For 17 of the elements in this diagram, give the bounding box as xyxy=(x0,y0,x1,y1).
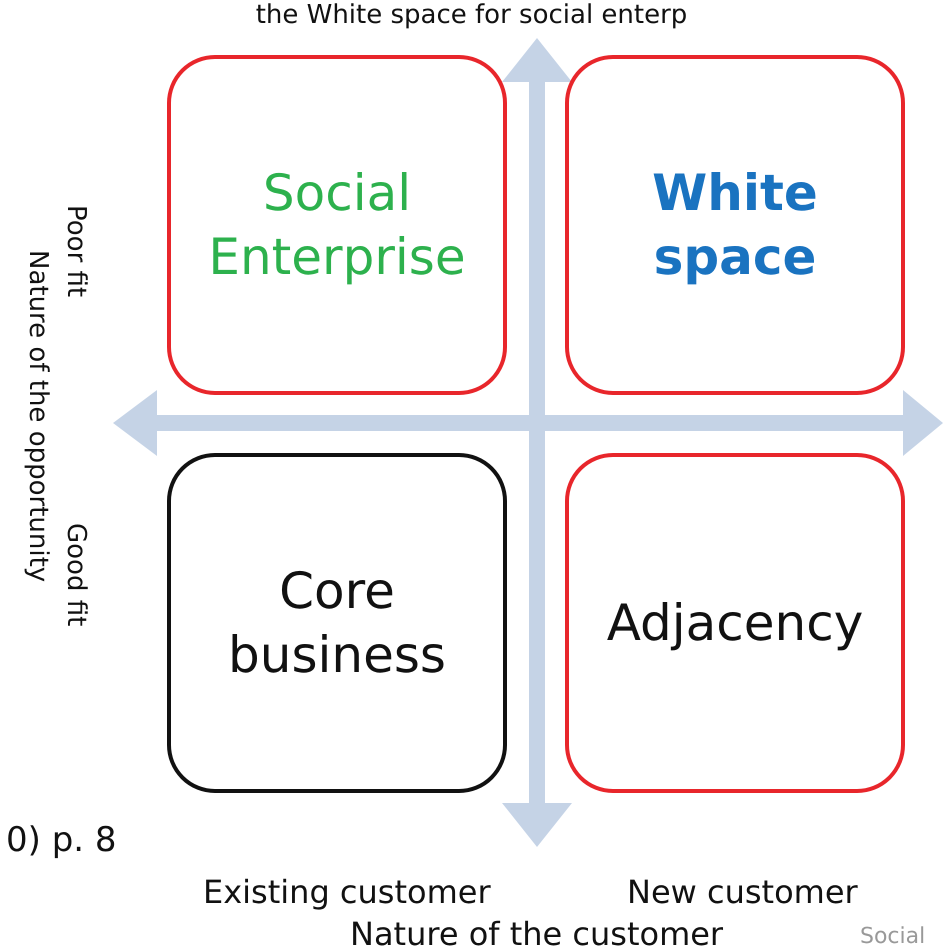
axis-label: New customer xyxy=(627,872,858,913)
quadrant-box xyxy=(167,453,507,793)
axis-label: Existing customer xyxy=(203,872,491,913)
quadrant-box xyxy=(565,55,905,395)
quadrant-label: Core business xyxy=(227,561,447,686)
quadrant-box xyxy=(565,453,905,793)
axis-label: Good fit xyxy=(60,523,92,626)
axis-title: Nature of the opportunity xyxy=(22,250,54,582)
quadrant-label: White space xyxy=(651,163,819,288)
citation-text: 0) p. 8 xyxy=(6,819,117,862)
quadrant-label: Social Enterprise xyxy=(207,163,467,288)
quadrant-label: Adjacency xyxy=(606,593,864,654)
axis-label: Poor fit xyxy=(60,205,92,298)
title-text: the White space for social enterp xyxy=(254,0,688,30)
footer-text: Social xyxy=(860,923,926,951)
axis-title: Nature of the customer xyxy=(350,914,724,951)
quadrant-box xyxy=(167,55,507,395)
